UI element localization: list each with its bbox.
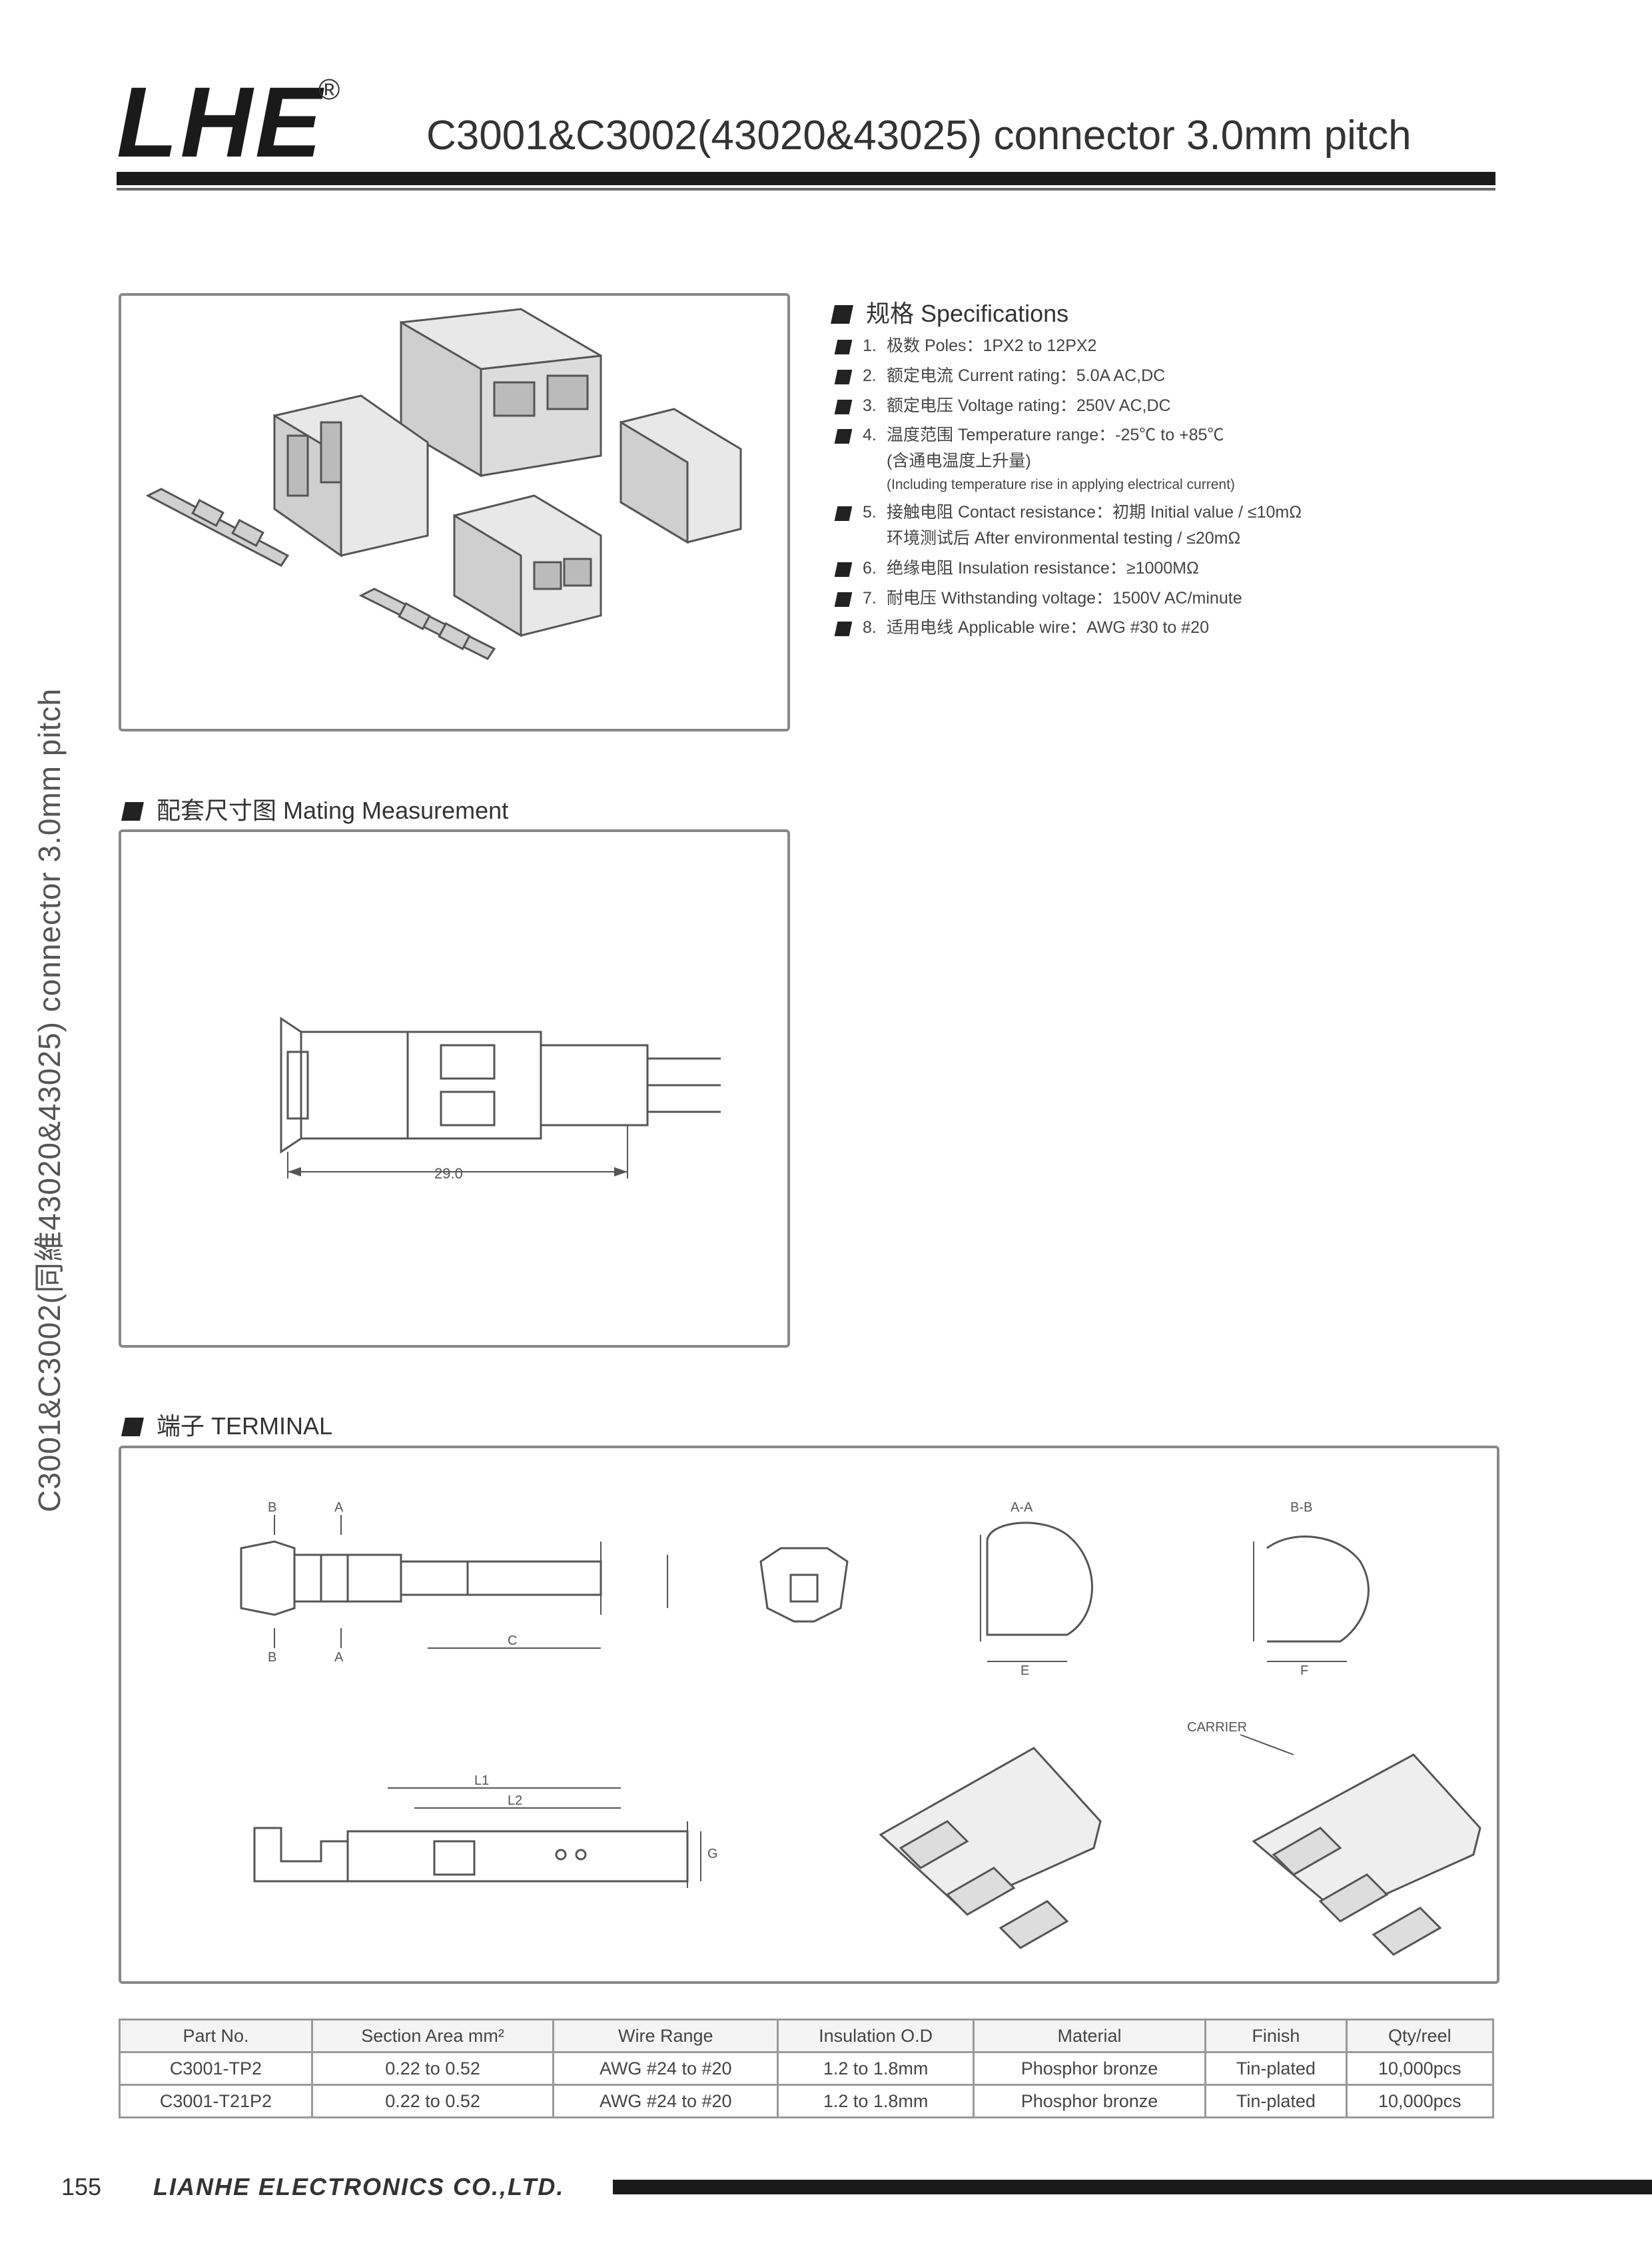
terminal-heading: 端子 TERMINAL: [121, 1407, 333, 1442]
mated-housing-outline: [300, 1031, 542, 1140]
label-section-aa: A-A: [1011, 1500, 1033, 1515]
table-row: C3001-T21P2 0.22 to 0.52 AWG #24 to #20 …: [119, 2084, 1495, 2118]
product-illustration: [145, 308, 742, 660]
spec-item: 8. 适用电线 Applicable wire：AWG #30 to #20: [834, 615, 1502, 641]
spec-item: 6. 绝缘电阻 Insulation resistance：≥1000MΩ: [834, 556, 1502, 582]
label-e: E: [1021, 1663, 1029, 1678]
label-g: G: [707, 1847, 718, 1861]
label-a-top: A: [334, 1500, 344, 1515]
product-image-panel: [119, 293, 790, 731]
square-bullet-icon: [834, 340, 853, 354]
table-cell: C3001-T21P2: [119, 2084, 313, 2118]
terminal-side-crimp: [240, 1540, 296, 1616]
terminal-pin-left: [145, 488, 290, 567]
label-l2: L2: [508, 1793, 522, 1808]
table-header-cell: Qty/reel: [1345, 2019, 1495, 2053]
table-cell: Tin-plated: [1204, 2084, 1348, 2118]
header-rule-thin: [117, 188, 1495, 191]
header-rule: [117, 172, 1495, 185]
spec-item: 5. 接触电阻 Contact resistance：初期 Initial va…: [834, 500, 1502, 552]
terminal-top-view: [253, 1827, 349, 1883]
document-title: C3001&C3002(43020&43025) connector 3.0mm…: [426, 113, 1412, 159]
table-cell: AWG #24 to #20: [552, 2051, 779, 2086]
table-cell: 0.22 to 0.52: [310, 2084, 555, 2118]
dimension-heading-text: 配套尺寸图 Mating Measurement: [157, 797, 509, 824]
label-b-top: B: [268, 1500, 276, 1515]
dimension-heading: 配套尺寸图 Mating Measurement: [121, 791, 509, 826]
terminal-heading-text: 端子 TERMINAL: [157, 1412, 333, 1440]
table-cell: Phosphor bronze: [972, 2084, 1207, 2118]
section-aa: [986, 1522, 1093, 1636]
square-bullet-icon: [834, 622, 853, 637]
table-header-cell: Section Area mm²: [310, 2019, 555, 2053]
table-header-cell: Insulation O.D: [777, 2019, 975, 2053]
dimension-value: 29.0: [434, 1165, 463, 1182]
spec-item: 4. 温度范围 Temperature range：-25℃ to +85℃ (…: [834, 422, 1502, 496]
table-header-cell: Wire Range: [552, 2019, 779, 2053]
spec-item: 3. 额定电压 Voltage rating：250V AC,DC: [834, 393, 1502, 419]
company-logo: LHE: [117, 66, 324, 178]
side-label: C3001&C3002(同維43020&43025) connector 3.0…: [32, 687, 67, 1512]
table-row: C3001-TP2 0.22 to 0.52 AWG #24 to #20 1.…: [119, 2051, 1495, 2086]
table-header-cell: Finish: [1204, 2019, 1348, 2053]
table-header-row: Part No. Section Area mm² Wire Range Ins…: [119, 2019, 1495, 2053]
label-carrier: CARRIER: [1187, 1720, 1247, 1735]
registered-mark: ®: [318, 73, 340, 106]
square-bullet-icon: [834, 369, 853, 384]
square-bullet-icon: [121, 1418, 144, 1436]
table-header-cell: Part No.: [119, 2019, 313, 2053]
table-cell: AWG #24 to #20: [552, 2084, 779, 2118]
square-bullet-icon: [834, 399, 853, 414]
page-number: 155: [61, 2173, 102, 2200]
square-bullet-icon: [834, 506, 853, 522]
specifications-list: 1. 极数 Poles：1PX2 to 12PX2 2. 额定电流 Curren…: [834, 333, 1502, 645]
label-c: C: [508, 1633, 517, 1648]
label-section-bb: B-B: [1290, 1500, 1312, 1515]
label-b-bottom: B: [268, 1650, 276, 1665]
section-bb: [1266, 1536, 1370, 1643]
footer-rule: [613, 2180, 1652, 2194]
mating-drawing: [280, 1017, 721, 1178]
terminal-end-view: [759, 1547, 849, 1623]
table-cell: 1.2 to 1.8mm: [777, 2051, 975, 2086]
table-cell: C3001-TP2: [119, 2051, 313, 2086]
square-bullet-icon: [834, 562, 853, 577]
spec-item: 2. 额定电流 Current rating：5.0A AC,DC: [834, 363, 1502, 389]
specifications-heading: 规格 Specifications: [831, 294, 1069, 329]
square-bullet-icon: [834, 429, 853, 444]
terminal-drawing-panel: B A B A A-A B-B C L1 L2 E F G CARRIER: [119, 1446, 1499, 1984]
dimension-drawing-panel: 29.0: [119, 829, 790, 1348]
table-header-cell: Material: [972, 2019, 1207, 2053]
terminal-drawings: B A B A A-A B-B C L1 L2 E F G CARRIER: [240, 1500, 1481, 1956]
specifications-heading-text: 规格 Specifications: [866, 300, 1069, 327]
label-l1: L1: [474, 1773, 489, 1788]
label-f: F: [1300, 1663, 1308, 1678]
table-cell: 1.2 to 1.8mm: [777, 2084, 975, 2118]
table-cell: Phosphor bronze: [972, 2051, 1207, 2086]
spec-item: 7. 耐电压 Withstanding voltage：1500V AC/min…: [834, 586, 1502, 612]
table-cell: 0.22 to 0.52: [310, 2051, 555, 2086]
square-bullet-icon: [121, 802, 144, 821]
label-a-bottom: A: [334, 1650, 344, 1665]
company-name: LIANHE ELECTRONICS CO.,LTD.: [153, 2173, 565, 2200]
table-cell: Tin-plated: [1204, 2051, 1348, 2086]
table-cell: 10,000pcs: [1345, 2084, 1495, 2118]
square-bullet-icon: [831, 305, 853, 324]
table-cell: 10,000pcs: [1345, 2051, 1495, 2086]
spec-item: 1. 极数 Poles：1PX2 to 12PX2: [834, 333, 1502, 359]
terminal-spec-table: Part No. Section Area mm² Wire Range Ins…: [119, 2019, 1495, 2118]
square-bullet-icon: [834, 592, 853, 607]
